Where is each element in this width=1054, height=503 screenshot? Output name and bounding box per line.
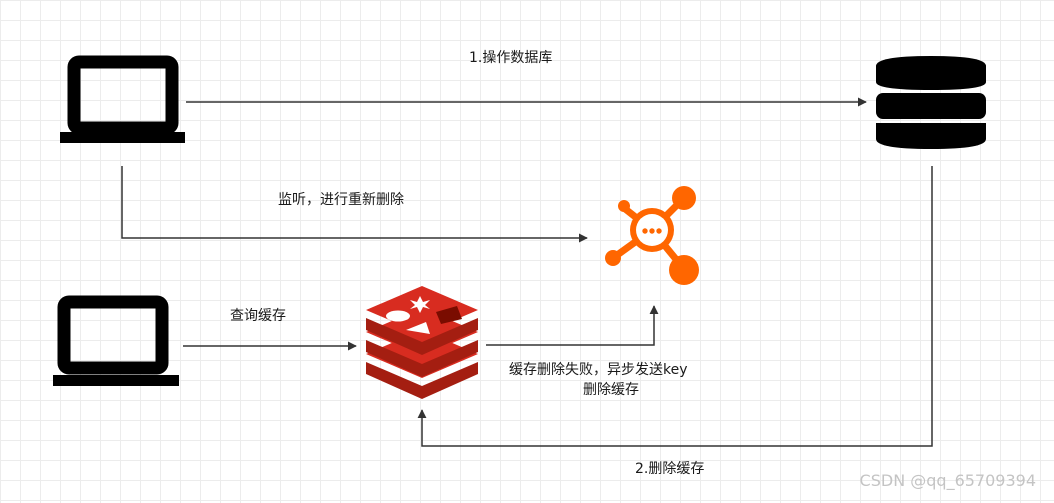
edge-delete-cache [417, 166, 933, 447]
label-query-cache: 查询缓存 [230, 308, 286, 324]
label-listen-delete: 监听，进行重新删除 [278, 192, 404, 208]
redis-icon [366, 286, 478, 399]
laptop-icon [53, 295, 179, 386]
label-op-db: 1.操作数据库 [469, 50, 553, 66]
label-fail-line2: 删除缓存 [583, 382, 639, 398]
watermark: CSDN @qq_65709394 [859, 471, 1036, 490]
label-fail-line1: 缓存删除失败，异步发送key [509, 362, 688, 378]
edge-listen-delete [121, 166, 588, 243]
laptop-icon [60, 55, 185, 143]
label-delete-cache: 2.删除缓存 [635, 461, 705, 477]
edge-fail-notify [486, 305, 659, 346]
database-icon [876, 56, 986, 149]
message-queue-icon [605, 186, 699, 285]
